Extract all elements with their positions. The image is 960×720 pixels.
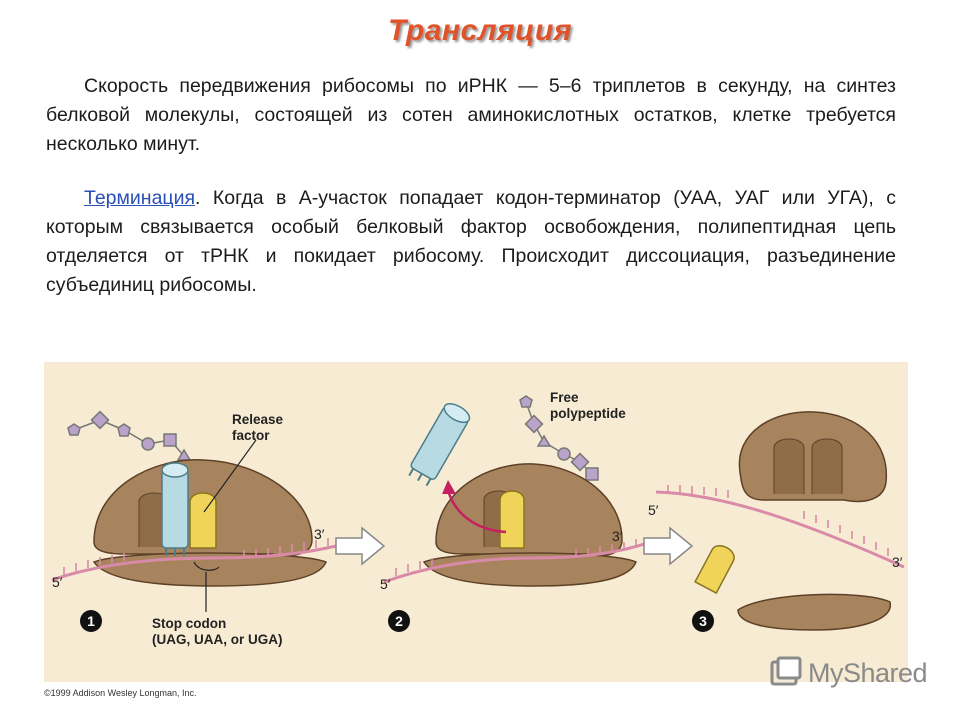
free-polypeptide-2 <box>519 395 599 481</box>
copyright-note: ©1999 Addison Wesley Longman, Inc. <box>44 688 197 698</box>
five-prime-label-3: 5′ <box>648 502 659 518</box>
paragraph-termination: Терминация. Когда в А-участок попадает к… <box>46 184 896 300</box>
termination-link[interactable]: Терминация <box>84 187 196 209</box>
stop-codon-label: Stop codon(UAG, UAA, or UGA) <box>152 616 283 647</box>
figure-drawing <box>51 395 905 631</box>
mrna-3 <box>655 485 905 569</box>
mrna-2 <box>383 539 645 584</box>
release-factor-2 <box>499 490 525 549</box>
watermark-logo-icon <box>770 656 802 686</box>
slide-title: Трансляция <box>387 14 573 47</box>
watermark: MyShared <box>768 656 948 696</box>
five-prime-label-1: 5′ <box>52 574 63 590</box>
step-badge-2: 2 <box>388 610 410 632</box>
step-arrow-2 <box>643 526 694 566</box>
panel-2 <box>383 395 645 587</box>
watermark-text: MyShared <box>808 658 928 688</box>
step-arrow-1 <box>335 526 386 566</box>
release-factor-1 <box>189 492 217 549</box>
detached-trna-2 <box>408 403 471 487</box>
step-badge-1: 1 <box>80 610 102 632</box>
release-factor-3 <box>694 545 735 595</box>
ribosome-large-subunit-2 <box>435 463 623 557</box>
three-prime-label-2: 3′ <box>612 528 623 544</box>
step-badge-3: 3 <box>692 610 714 632</box>
paragraph-speed: Скорость передвижения рибосомы по иРНК —… <box>46 75 896 155</box>
panel-1 <box>51 410 345 612</box>
panel-3 <box>655 411 905 631</box>
three-prime-label-3: 3′ <box>892 554 903 570</box>
termination-text: . Когда в А-участок попадает кодон-терми… <box>46 187 896 296</box>
polypeptide-chain-1 <box>67 410 192 461</box>
ribosome-small-subunit-3 <box>737 593 891 631</box>
release-factor-pointer <box>203 439 257 513</box>
three-prime-label-1: 3′ <box>314 526 325 542</box>
mrna-1 <box>51 538 345 582</box>
stop-codon-bracket <box>193 561 220 571</box>
trna-exit-arrow <box>446 489 507 534</box>
trna-1 <box>161 462 189 556</box>
five-prime-label-2: 5′ <box>380 576 391 592</box>
